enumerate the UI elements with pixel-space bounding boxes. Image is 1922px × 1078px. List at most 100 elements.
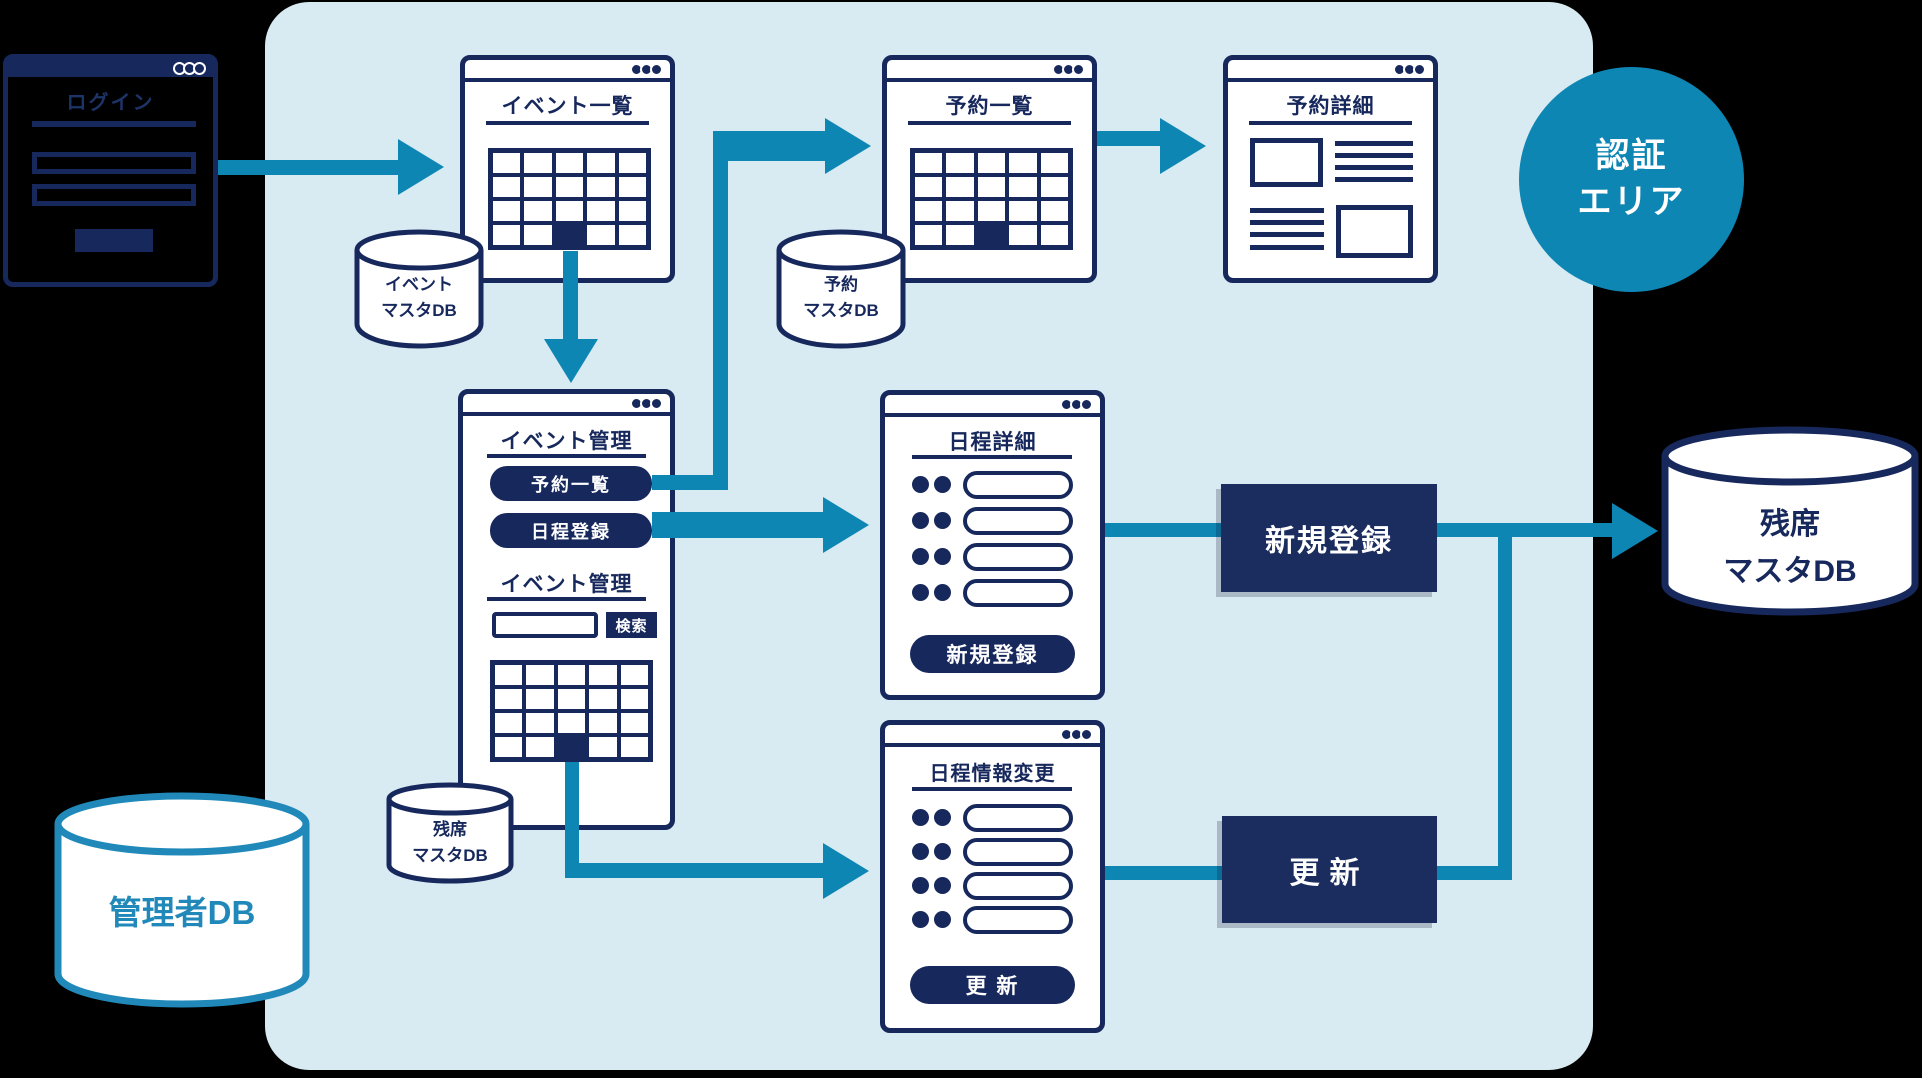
calendar-cell: [946, 201, 974, 221]
detail-text-line: [1250, 245, 1324, 250]
form-row-dot: [912, 911, 929, 928]
arrow-reservationlist-to-detail: [1097, 131, 1160, 146]
form-row-dot: [912, 877, 929, 894]
connector-reservation-stub: [652, 475, 728, 490]
reservation-detail-titlebar: [1228, 60, 1433, 82]
login-password-field[interactable]: [32, 184, 196, 206]
schedule-edit-field-4[interactable]: [963, 906, 1073, 934]
window-dots-icon: [630, 397, 663, 410]
calendar-cell: [620, 737, 648, 757]
window-dots-icon: [1393, 63, 1426, 76]
calendar-cell: [555, 177, 584, 197]
calendar-cell: [977, 201, 1006, 221]
calendar-cell: [557, 665, 586, 685]
event-master-db: イベント マスタDB: [353, 228, 485, 350]
update-submit-button[interactable]: 更 新: [910, 966, 1075, 1004]
calendar-cell: [915, 177, 943, 197]
db-label-line: マスタDB: [412, 845, 488, 865]
calendar-cell: [493, 153, 521, 173]
schedule-edit-window: 日程情報変更 更 新: [880, 720, 1105, 1033]
db-label-line: マスタDB: [381, 300, 457, 320]
seat-master-db-large-label: 残席 マスタDB: [1660, 502, 1920, 595]
calendar-cell: [555, 225, 584, 245]
calendar-cell: [524, 177, 552, 197]
schedule-detail-field-1[interactable]: [963, 471, 1073, 499]
calendar-cell: [618, 201, 646, 221]
calendar-cell: [493, 201, 521, 221]
form-row-dot: [934, 512, 951, 529]
auth-area-badge-line1: 認証: [1595, 136, 1668, 175]
arrowhead-login-to-eventlist: [398, 139, 444, 195]
calendar-cell: [524, 201, 552, 221]
form-row-dot: [912, 843, 929, 860]
schedule-register-button[interactable]: 日程登録: [490, 513, 652, 548]
calendar-cell: [557, 689, 586, 709]
calendar-cell: [524, 153, 552, 173]
schedule-detail-field-2[interactable]: [963, 507, 1073, 535]
admin-db-label: 管理者DB: [108, 894, 256, 931]
calendar-cell: [618, 153, 646, 173]
arrowhead-to-scheduledetail: [823, 497, 869, 553]
search-input[interactable]: [492, 612, 598, 638]
register-submit-button[interactable]: 新規登録: [910, 635, 1075, 673]
login-window: ログイン: [3, 54, 218, 287]
arrowhead-eventlist-to-admin: [544, 339, 598, 383]
reservation-list-calendar[interactable]: [910, 148, 1073, 250]
calendar-cell: [589, 737, 617, 757]
schedule-detail-field-4[interactable]: [963, 579, 1073, 607]
search-button[interactable]: 検索: [606, 612, 657, 638]
connector-update-riser: [1498, 523, 1512, 880]
schedule-detail-title: 日程詳細: [948, 431, 1037, 454]
detail-image-placeholder: [1250, 138, 1323, 187]
calendar-cell: [977, 225, 1006, 245]
detail-text-line: [1250, 220, 1324, 225]
reservation-detail-underline: [1249, 121, 1412, 125]
calendar-cell: [618, 177, 646, 197]
calendar-cell: [1040, 153, 1068, 173]
calendar-cell: [589, 689, 617, 709]
schedule-detail-underline: [912, 455, 1072, 459]
db-label-line: 残席: [433, 820, 467, 839]
calendar-cell: [977, 153, 1006, 173]
calendar-cell: [495, 713, 523, 733]
event-admin-subtitle-underline: [487, 597, 646, 601]
calendar-cell: [524, 225, 552, 245]
event-admin-calendar[interactable]: [490, 660, 653, 762]
calendar-cell: [493, 225, 521, 245]
login-title-underline: [32, 121, 196, 127]
calendar-cell: [915, 201, 943, 221]
calendar-cell: [495, 737, 523, 757]
database-cylinder-icon: [354, 229, 484, 349]
form-row-dot: [912, 548, 929, 565]
calendar-cell: [1040, 177, 1068, 197]
db-label-line: 予約: [824, 275, 858, 294]
login-username-field[interactable]: [32, 152, 196, 174]
event-list-calendar[interactable]: [488, 148, 651, 250]
register-process-box: 新規登録: [1221, 484, 1437, 592]
schedule-edit-title: 日程情報変更: [929, 763, 1056, 785]
form-row-dot: [912, 512, 929, 529]
schedule-detail-field-3[interactable]: [963, 543, 1073, 571]
schedule-edit-field-3[interactable]: [963, 872, 1073, 900]
reservation-detail-window: 予約詳細: [1223, 55, 1438, 283]
detail-text-line: [1335, 177, 1413, 182]
arrowhead-to-seatmasterdb: [1612, 503, 1658, 559]
login-submit-button[interactable]: [75, 229, 153, 252]
calendar-cell: [1040, 201, 1068, 221]
event-list-underline: [486, 121, 649, 125]
login-title: ログイン: [66, 92, 155, 114]
calendar-cell: [493, 177, 521, 197]
calendar-cell: [618, 225, 646, 245]
event-admin-title: イベント管理: [500, 430, 633, 453]
calendar-cell: [495, 689, 523, 709]
reservation-list-title: 予約一覧: [945, 95, 1034, 118]
schedule-edit-titlebar: [885, 725, 1100, 747]
calendar-cell: [555, 153, 584, 173]
detail-text-line: [1335, 141, 1413, 146]
reservation-detail-title: 予約詳細: [1286, 95, 1375, 118]
schedule-edit-field-1[interactable]: [963, 804, 1073, 832]
schedule-edit-field-2[interactable]: [963, 838, 1073, 866]
seat-master-db-small-label: 残席 マスタDB: [385, 817, 515, 868]
reservation-list-button[interactable]: 予約一覧: [490, 466, 652, 501]
